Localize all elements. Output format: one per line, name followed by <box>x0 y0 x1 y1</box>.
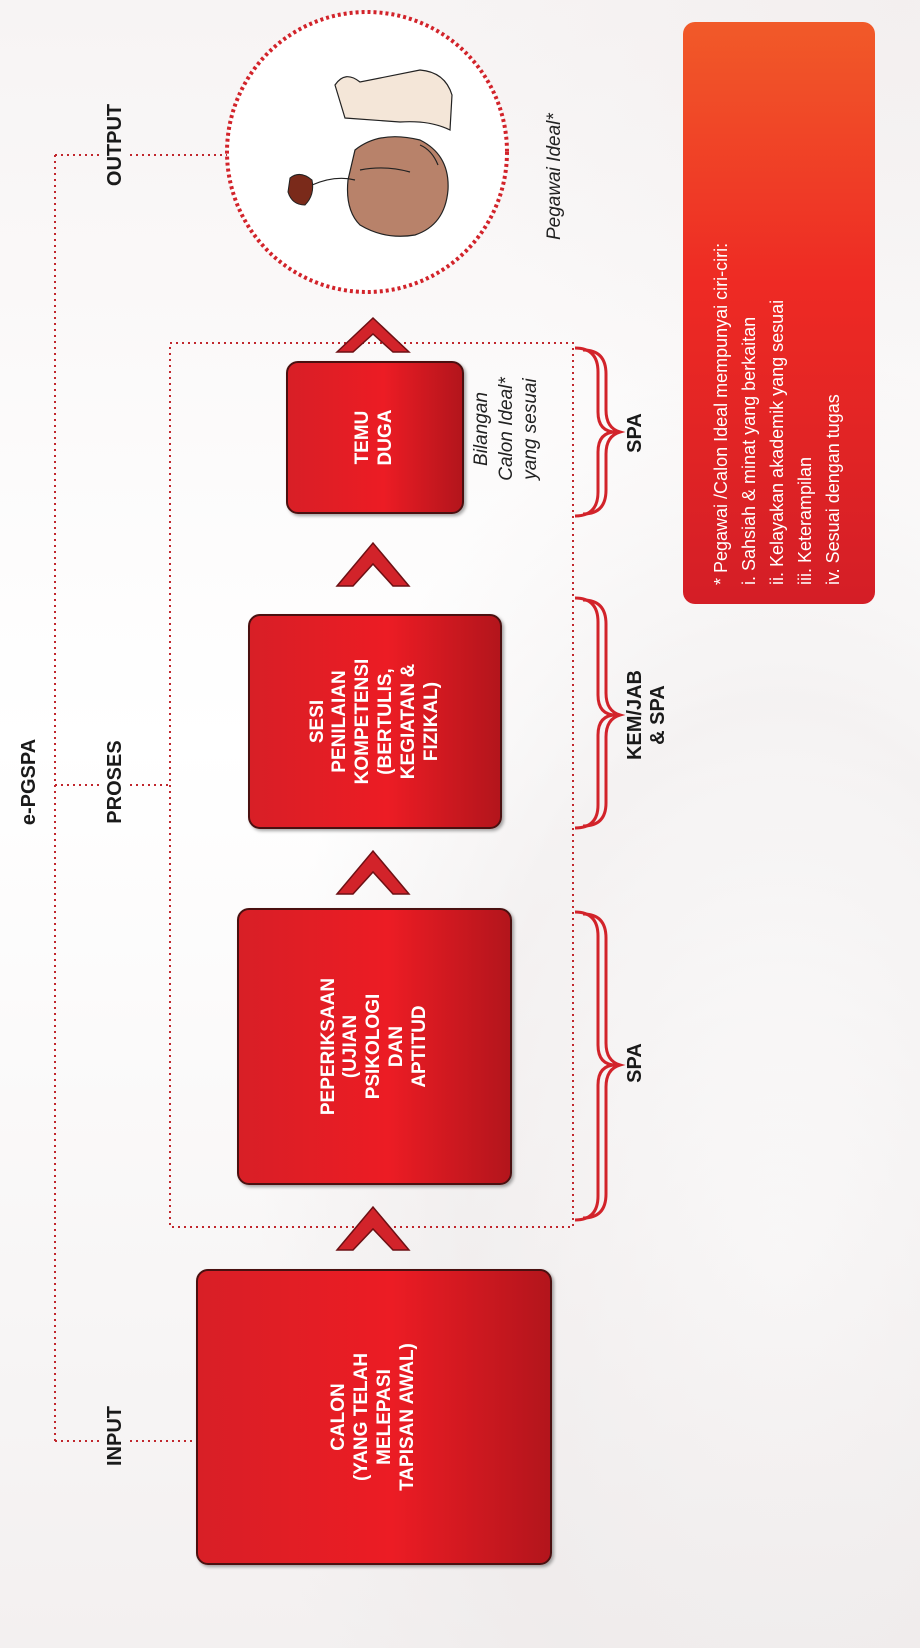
box-sesi <box>248 614 502 829</box>
box-line: TEMU <box>352 410 374 465</box>
bilangan-label: Bilangan Calon Ideal* yang sesuai <box>470 364 544 494</box>
note-line: ii. Kelayakan akademik yang sesuai <box>766 299 787 585</box>
agency-label-sesi: KEM/JAB & SPA <box>624 660 670 770</box>
note-line: i. Sahsiah & minat yang berkaitan <box>738 316 759 585</box>
chevron-up-icon <box>335 1205 411 1251</box>
box-line: (BERTULIS, <box>375 668 396 775</box>
bilangan-line: Bilangan <box>471 392 492 466</box>
box-line: SESI <box>306 699 328 744</box>
box-line: (YANG TELAH <box>351 1352 373 1482</box>
box-line: PSIKOLOGI <box>363 993 385 1100</box>
chevron-up-icon <box>335 849 411 895</box>
agency-label-peperiksaan: SPA <box>624 1043 646 1083</box>
brace-peperiksaan <box>574 910 617 1222</box>
box-line: FIZIKAL) <box>420 681 442 762</box>
box-line: KEGIATAN & <box>397 663 419 780</box>
agency-label-temu: SPA <box>624 413 646 453</box>
pegawai-ideal-illustration <box>225 10 509 294</box>
diagram-title: e-PGSPA <box>18 738 40 826</box>
stage-label-input: INPUT <box>104 1406 126 1466</box>
box-line: TAPISAN AWAL) <box>396 1343 418 1491</box>
box-line: APTITUD <box>408 1005 430 1088</box>
agency-line: & SPA <box>647 685 669 745</box>
box-temu-duga-text: TEMU DUGA <box>286 361 464 514</box>
box-calon <box>196 1269 552 1565</box>
box-calon-text: CALON (YANG TELAH MELEPASI TAPISAN AWAL) <box>196 1269 552 1565</box>
note-line: * Pegawai /Calon Ideal mempunyai ciri-ci… <box>711 242 731 585</box>
box-line: DAN <box>385 1025 407 1068</box>
box-line: CALON <box>328 1383 350 1451</box>
ciri-ciri-note-text: * Pegawai /Calon Ideal mempunyai ciri-ci… <box>708 40 847 585</box>
chevron-up-icon <box>335 316 411 353</box>
bilangan-line: yang sesuai <box>520 378 542 480</box>
box-line: PEPERIKSAAN <box>317 977 339 1116</box>
pegawai-ideal-label: Pegawai Ideal* <box>544 113 565 240</box>
box-line: DUGA <box>375 409 396 466</box>
stage-label-proses: PROSES <box>104 740 126 824</box>
bilangan-line: Calon Ideal* <box>495 377 517 481</box>
agency-line: KEM/JAB <box>624 670 646 761</box>
box-peperiksaan <box>237 908 512 1185</box>
ciri-ciri-note-box <box>683 22 875 604</box>
box-line: MELEPASI <box>374 1369 395 1465</box>
box-sesi-text: SESI PENILAIAN KOMPETENSI (BERTULIS, KEG… <box>248 614 502 829</box>
box-peperiksaan-text: PEPERIKSAAN (UJIAN PSIKOLOGI DAN APTITUD <box>237 908 512 1185</box>
box-line: (UJIAN <box>340 1014 362 1079</box>
chevron-up-icon <box>335 541 411 587</box>
brace-temu <box>574 346 617 518</box>
brace-sesi <box>574 596 617 830</box>
box-line: PENILAIAN <box>329 670 351 773</box>
note-line: iii. Keterampilan <box>794 456 815 585</box>
box-temu-duga <box>286 361 464 514</box>
box-line: KOMPETENSI <box>352 658 374 785</box>
note-line: iv. Sesuai dengan tugas <box>822 394 843 585</box>
stage-label-output: OUTPUT <box>104 103 126 187</box>
